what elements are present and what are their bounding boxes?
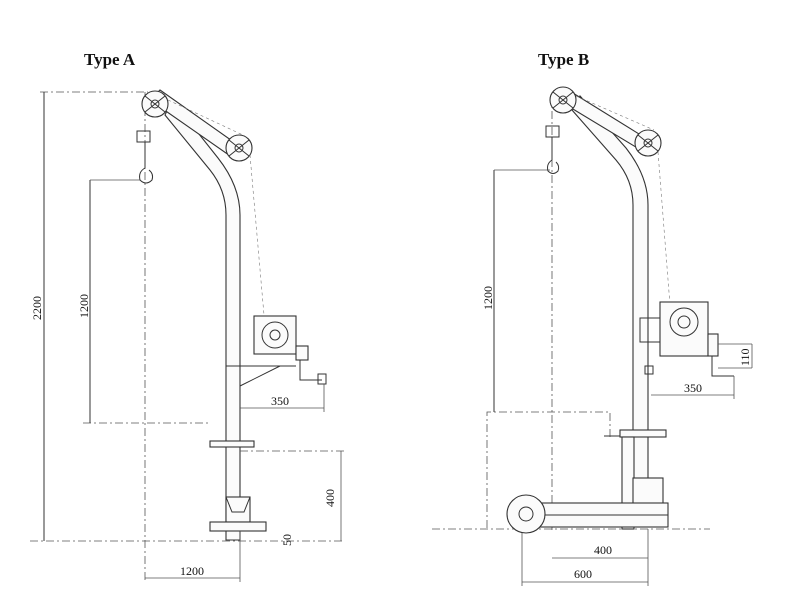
type-a-mid-pulley-hub <box>234 143 244 153</box>
type-a-hook-icon <box>139 167 154 184</box>
type-a-top-pulley-line2 <box>144 95 166 113</box>
type-b-top-pulley-hub <box>558 95 568 105</box>
type-a-reach-label: 1200 <box>180 564 204 578</box>
type-a-winch-hub <box>269 329 281 341</box>
type-a-winch-strut <box>239 365 281 387</box>
type-b-mid-pulley-line2 <box>637 134 659 152</box>
type-b-wheel-hub <box>518 506 534 522</box>
type-b-winch-housing <box>659 301 709 357</box>
type-a-350-label: 350 <box>271 394 289 408</box>
type-b-lift-label: 1200 <box>481 286 495 310</box>
type-a-lift-label: 1200 <box>77 294 91 318</box>
type-b-cable-down <box>657 151 671 306</box>
type-b-winch-handle <box>711 356 734 377</box>
type-b-cable-top <box>575 95 655 131</box>
type-a-winch-drum <box>261 321 289 349</box>
type-a-winch-handle <box>299 360 322 381</box>
type-b-wheel <box>506 494 546 534</box>
type-a-mid-pulley-line2 <box>228 139 250 157</box>
type-a-socket-inner <box>225 496 251 513</box>
type-b-mid-pulley-hub <box>643 138 653 148</box>
type-b-hook-block <box>545 125 560 138</box>
type-b-400-label: 400 <box>594 543 612 557</box>
type-a-cable-down <box>249 154 265 316</box>
type-b-drawing: Type B 1200 <box>432 50 753 586</box>
type-b-column-foot <box>632 477 664 505</box>
type-b-swivel-flange <box>619 429 667 438</box>
type-b-winch-gearbox <box>707 333 719 357</box>
type-b-110-label: 110 <box>738 348 752 366</box>
type-b-title: Type B <box>538 50 589 69</box>
type-a-height-label: 2200 <box>30 296 44 320</box>
type-b-top-pulley-line2 <box>552 91 574 109</box>
type-a-base-socket <box>225 496 251 523</box>
type-a-hook-block <box>136 130 151 143</box>
type-b-column <box>571 95 649 506</box>
type-a-base-plate <box>209 521 267 532</box>
type-a-drawing: Type A 2200 1200 <box>30 50 345 582</box>
type-a-cable-top <box>167 99 246 137</box>
type-b-winch-drum <box>669 307 699 337</box>
type-a-title: Type A <box>84 50 136 69</box>
type-b-350-label: 350 <box>684 381 702 395</box>
type-b-600-label: 600 <box>574 567 592 581</box>
type-a-400-label: 400 <box>323 489 337 507</box>
type-a-winch-gearbox <box>295 345 309 361</box>
type-a-column <box>164 98 241 541</box>
type-a-top-pulley-hub <box>150 99 160 109</box>
type-b-load-envelope <box>486 411 611 528</box>
type-b-hook-icon <box>547 159 560 174</box>
type-a-swivel-flange <box>209 440 255 448</box>
type-a-handle-grip <box>317 373 327 385</box>
type-b-small-bracket <box>644 365 654 375</box>
type-b-winch-mount <box>639 317 661 343</box>
type-a-50-label: 50 <box>280 534 294 546</box>
type-b-winch-hub <box>677 315 691 329</box>
